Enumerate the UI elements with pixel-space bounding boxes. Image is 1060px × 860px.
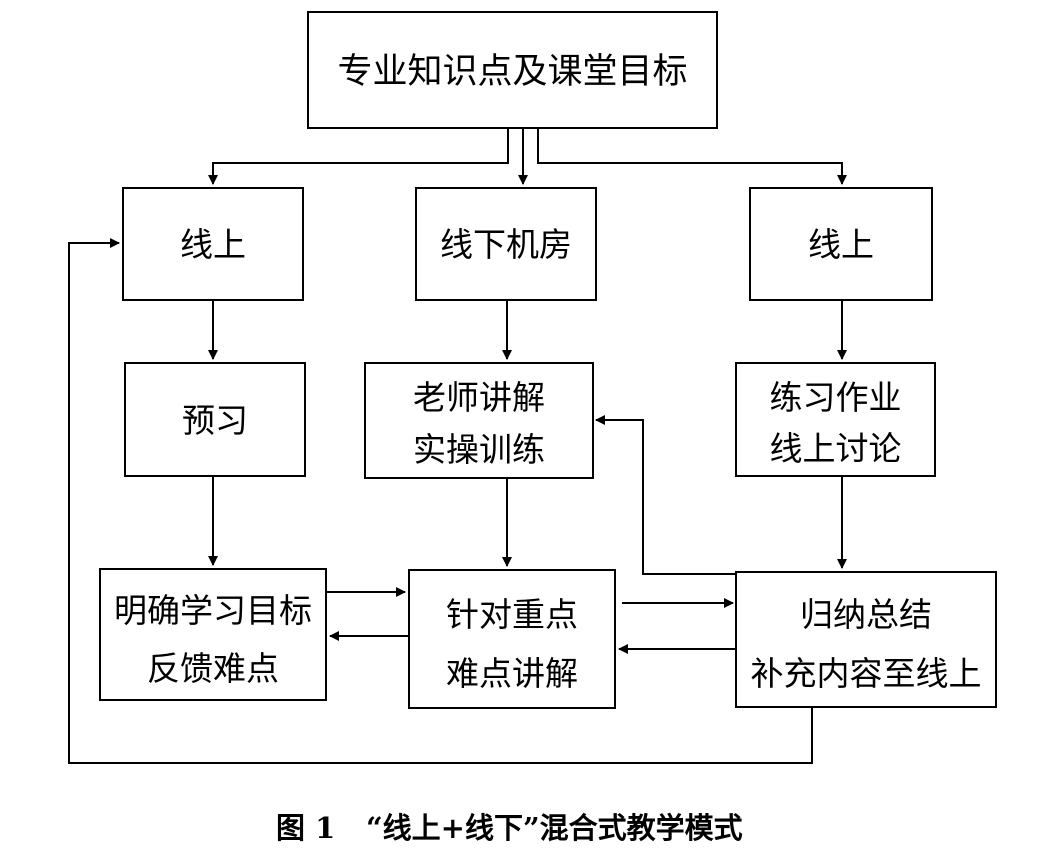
node-goals-line-2: 反馈难点 xyxy=(147,649,279,688)
figure-caption: 图 1 “线上+线下”混合式教学模式 xyxy=(276,811,743,845)
node-practice-line-1: 练习作业 xyxy=(770,378,902,417)
caption-title: “线上+线下”混合式教学模式 xyxy=(366,811,743,845)
edges xyxy=(68,128,847,764)
node-offline-lab-line-1: 线下机房 xyxy=(440,225,572,264)
node-goals-line-1: 明确学习目标 xyxy=(114,591,312,630)
node-top: 专业知识点及课堂目标 xyxy=(307,11,718,129)
edge-top-to-online-right xyxy=(537,128,847,185)
node-online-left-line-1: 线上 xyxy=(180,225,246,264)
node-online-right: 线上 xyxy=(749,187,933,301)
node-preview-line-1: 预习 xyxy=(182,401,248,440)
node-preview: 预习 xyxy=(124,362,306,477)
node-online-left: 线上 xyxy=(122,187,304,301)
node-offline-lab: 线下机房 xyxy=(415,187,597,301)
node-summary-line-1: 归纳总结 xyxy=(800,595,932,634)
node-focus: 针对重点 难点讲解 xyxy=(408,569,616,709)
node-top-line-1: 专业知识点及课堂目标 xyxy=(337,52,687,92)
node-focus-line-1: 针对重点 xyxy=(446,595,578,634)
caption-figure-number: 图 1 xyxy=(276,811,335,845)
node-online-right-line-1: 线上 xyxy=(808,225,874,264)
node-practice-line-2: 线上讨论 xyxy=(770,429,902,468)
edge-top-to-online-left xyxy=(208,128,509,185)
node-teacher-line-2: 实操训练 xyxy=(413,430,545,469)
edge-summary-to-teacher xyxy=(595,415,810,575)
node-teacher: 老师讲解 实操训练 xyxy=(364,362,594,479)
node-practice: 练习作业 线上讨论 xyxy=(735,362,936,477)
node-focus-line-2: 难点讲解 xyxy=(446,654,578,693)
node-summary: 归纳总结 补充内容至线上 xyxy=(735,571,997,708)
node-summary-line-2: 补充内容至线上 xyxy=(751,654,982,693)
node-goals: 明确学习目标 反馈难点 xyxy=(99,568,327,701)
node-teacher-line-1: 老师讲解 xyxy=(413,378,545,417)
edge-summary-to-online-left xyxy=(68,238,813,764)
